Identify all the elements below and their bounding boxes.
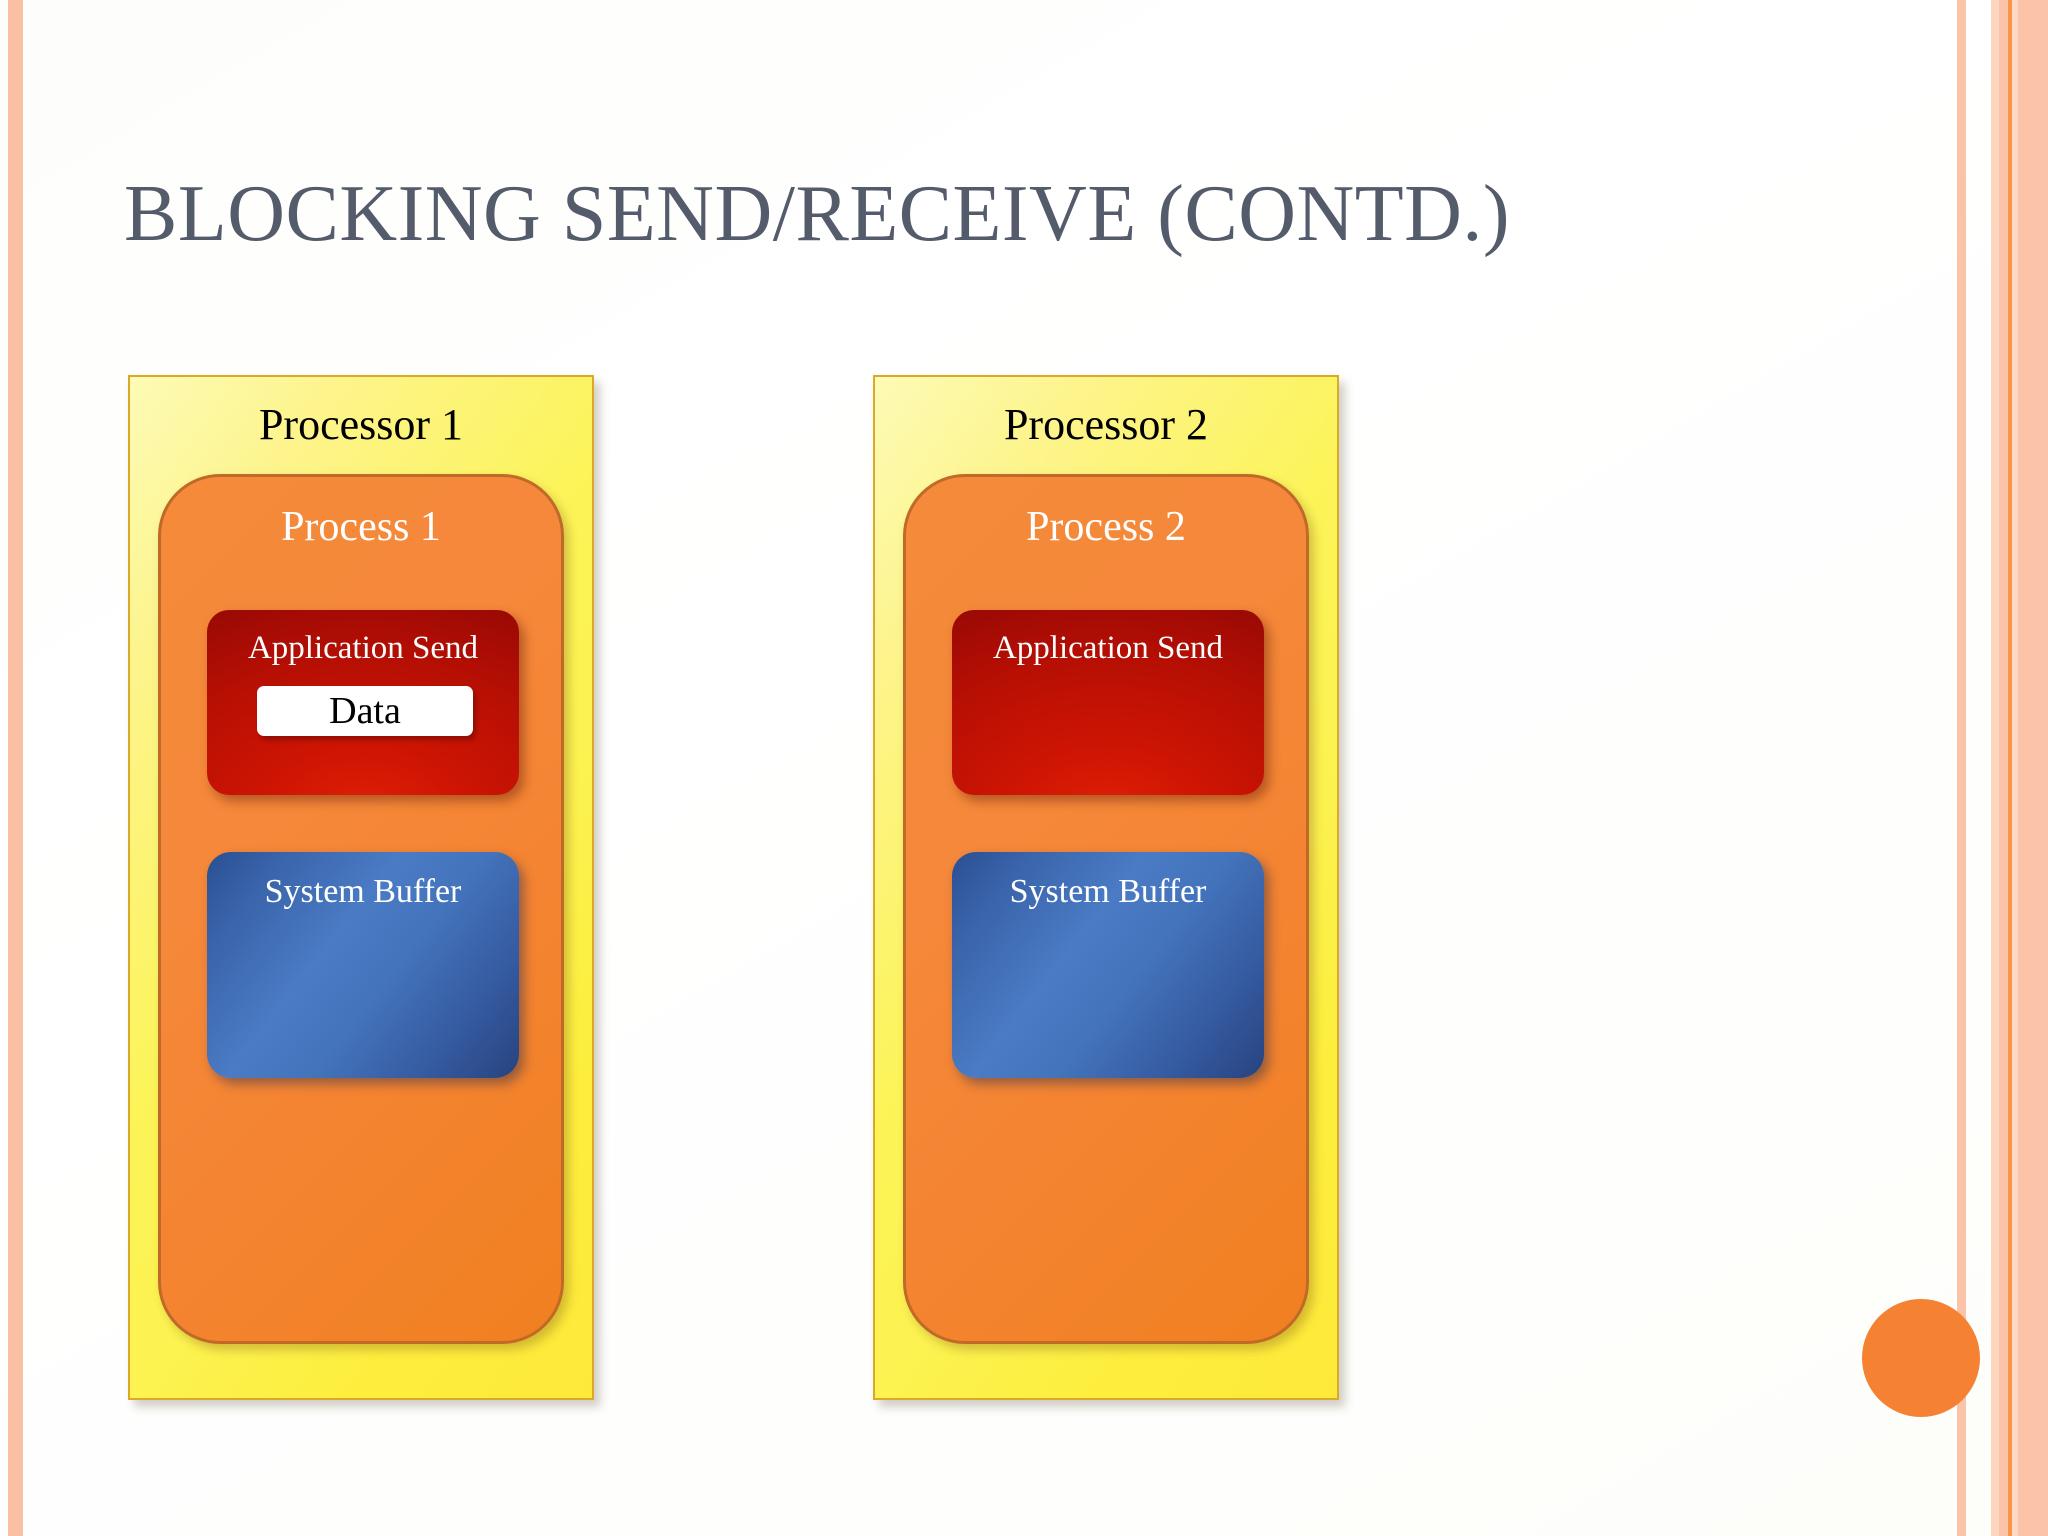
data-chip-1: Data <box>257 686 473 736</box>
decor-stripe-right-4 <box>2008 0 2012 1536</box>
decor-stripe-right-2 <box>1991 0 1999 1536</box>
process-1-frame: Process 1 Application Send Data System B… <box>158 474 564 1344</box>
system-buffer-1-box: System Buffer <box>207 852 519 1078</box>
application-send-1-label: Application Send <box>247 630 479 666</box>
data-chip-1-label: Data <box>329 690 401 732</box>
system-buffer-1-label: System Buffer <box>264 873 462 910</box>
system-buffer-2-box: System Buffer <box>952 852 1264 1078</box>
process-2-frame: Process 2 Application Send System Buffer <box>903 474 1309 1344</box>
decor-stripe-right-5 <box>2012 0 2018 1536</box>
application-send-2-box: Application Send <box>952 610 1264 795</box>
decor-stripe-right-3 <box>1999 0 2008 1536</box>
decor-stripe-left <box>8 0 23 1536</box>
processor-2-label: Processor 2 <box>1003 400 1209 449</box>
processor-1-frame: Processor 1 Process 1 Application Send D… <box>128 375 594 1400</box>
decor-stripe-right-6 <box>2018 0 2048 1536</box>
system-buffer-2-label: System Buffer <box>1009 873 1207 910</box>
decor-accent-circle <box>1862 1299 1980 1417</box>
application-send-2-label: Application Send <box>992 630 1224 666</box>
process-2-label: Process 2 <box>1026 504 1186 550</box>
application-send-1-box: Application Send Data <box>207 610 519 795</box>
process-1-label: Process 1 <box>281 504 441 550</box>
processor-2-frame: Processor 2 Process 2 Application Send S… <box>873 375 1339 1400</box>
decor-stripe-right-1 <box>1957 0 1966 1536</box>
page-title: BLOCKING SEND/RECEIVE (CONTD.) <box>124 170 1511 258</box>
processor-1-label: Processor 1 <box>258 400 464 449</box>
